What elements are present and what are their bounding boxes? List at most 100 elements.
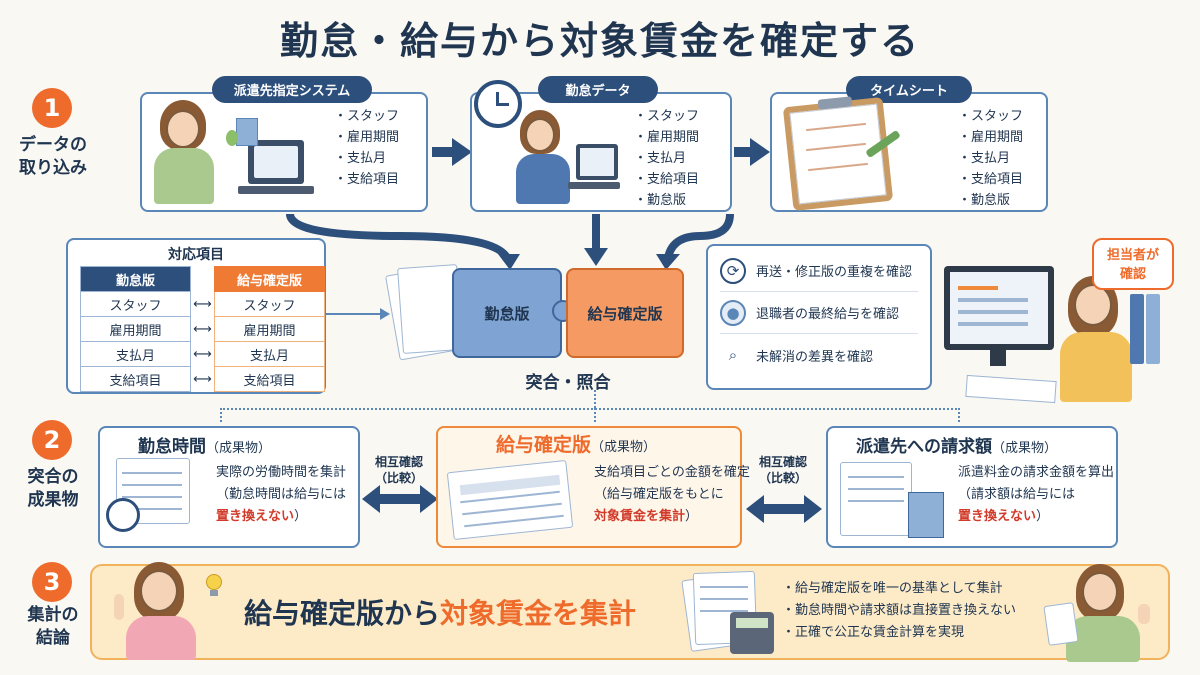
bubble-line2: 確認 [1119, 267, 1146, 282]
payroll-sheet-illustration [446, 459, 576, 541]
retiree-icon: ● [720, 299, 746, 326]
documents-calculator-illustration [680, 570, 780, 656]
result-tail: ） [685, 509, 699, 524]
result-text-billing: 派遣料金の請求金額を算出 （請求額は給与には 置き換えない） [958, 462, 1114, 528]
table-cell: スタッフ [80, 291, 191, 317]
result-title-payroll: 給与確定版（成果物） [496, 430, 656, 457]
list-item: 雇用期間 [958, 127, 1023, 148]
list-item: スタッフ [334, 106, 399, 127]
result-tail: ） [1036, 509, 1050, 524]
invoice-illustration [834, 460, 954, 542]
result-line: 対象賃金を集計） [594, 506, 750, 528]
conclusion-bullets: 給与確定版を唯一の基準として集計 勤怠時間や請求額は直接置き換えない 正確で公正… [782, 578, 1016, 644]
correspondence-table: 勤怠版 給与確定版 スタッフ ⟷ スタッフ 雇用期間 ⟷ 雇用期間 支払月 ⟷ … [80, 266, 325, 392]
list-item: スタッフ [634, 106, 699, 127]
list-item: 給与確定版を唯一の基準として集計 [782, 578, 1016, 600]
list-item: 支払月 [334, 148, 399, 169]
result-suffix: （成果物） [206, 441, 272, 456]
table-row: 支給項目 ⟷ 支給項目 [80, 366, 325, 392]
mutual-line2: （比較） [758, 471, 807, 485]
result-line: 派遣料金の請求金額を算出 [958, 465, 1115, 480]
check-text: 未解消の差異を確認 [756, 349, 874, 365]
refresh-icon: ⟳ [720, 257, 746, 284]
list-item: 支払月 [634, 148, 699, 169]
list-item: 支給項目 [958, 169, 1023, 190]
merge-arrows [286, 213, 734, 270]
mutual-check-label-left: 相互確認 （比較） [366, 454, 432, 486]
attendance-worker-illustration [490, 110, 620, 208]
correspondence-title: 対応項目 [168, 247, 224, 263]
clock-icon [106, 498, 140, 532]
step-1-label-line2: 取り込み [19, 157, 87, 178]
building-icon [908, 492, 944, 538]
table-row: 支払月 ⟷ 支払月 [80, 341, 325, 367]
mutual-line1: 相互確認 [374, 455, 423, 469]
staff-reviewer-illustration [940, 252, 1180, 408]
check-item-retiree: ● 退職者の最終給与を確認 [720, 292, 918, 334]
magnifier-icon: ⌕ [728, 346, 738, 364]
table-cell: 支払月 [80, 341, 191, 367]
step-2-label-line1: 突合の [27, 467, 79, 487]
result-line: 実際の労働時間を集計 [216, 465, 347, 480]
flow-arrow-shaft-2 [734, 147, 752, 157]
double-arrow-icon: ⟷ [193, 371, 212, 387]
thumbs-up-worker-illustration [1043, 560, 1156, 664]
presenter-illustration [108, 558, 208, 662]
staff-speech-bubble: 担当者が 確認 [1092, 238, 1174, 290]
table-cell: 支払月 [214, 341, 325, 367]
result-text-payroll: 支給項目ごとの金額を確定 （給与確定版をもとに 対象賃金を集計） [594, 462, 750, 528]
conclusion-headline: 給与確定版から対象賃金を集計 [244, 592, 636, 632]
check-item-duplicate: ⟳ 再送・修正版の重複を確認 [720, 250, 918, 292]
result-line: （給与確定版をもとに [594, 487, 724, 502]
mutual-line1: 相互確認 [758, 455, 807, 469]
list-item: 勤怠版 [958, 190, 1023, 211]
table-cell: 支給項目 [214, 366, 325, 392]
step-3-label-line1: 集計の [27, 605, 79, 625]
result-emphasis: 置き換えない [216, 509, 295, 524]
table-row: 勤怠版 給与確定版 [80, 266, 325, 292]
result-title-billing: 派遣先への請求額（成果物） [856, 432, 1057, 457]
step-1-label: データの 取り込み [8, 134, 98, 180]
flow-arrow-2 [750, 138, 770, 166]
result-title-text: 勤怠時間 [138, 437, 206, 457]
connector-line [326, 313, 382, 315]
result-line: 支給項目ごとの金額を確定 [594, 465, 750, 480]
building-icon [236, 118, 258, 146]
mutual-check-label-right: 相互確認 （比較） [750, 454, 816, 486]
merge-caption: 突合・照合 [525, 373, 611, 393]
double-arrow-icon: ⟷ [193, 321, 212, 337]
list-item: 支給項目 [334, 169, 399, 190]
result-suffix: （成果物） [992, 441, 1058, 456]
step-3-label-line2: 結論 [36, 627, 70, 648]
step-2-badge: 2 [32, 420, 72, 460]
result-emphasis: 対象賃金を集計 [594, 509, 686, 524]
connector-arrowhead [380, 308, 390, 320]
result-emphasis: 置き換えない [958, 509, 1037, 524]
list-item: 勤怠版 [634, 190, 699, 211]
list-item: 支払月 [958, 148, 1023, 169]
list-item: 支給項目 [634, 169, 699, 190]
page-title: 勤怠・給与から対象賃金を確定する [279, 19, 920, 63]
result-text-hours: 実際の労働時間を集計 （勤怠時間は給与には 置き換えない） [216, 462, 346, 528]
result-line: 置き換えない） [216, 506, 346, 528]
double-arrow-icon: ⟷ [193, 296, 212, 312]
list-item: 雇用期間 [334, 127, 399, 148]
check-item-discrepancy: ⌕ 未解消の差異を確認 [720, 334, 918, 376]
dotted-connector [958, 408, 960, 422]
double-arrow-icon: ⟷ [193, 346, 212, 362]
list-item: 雇用期間 [634, 127, 699, 148]
table-row: スタッフ ⟷ スタッフ [80, 291, 325, 317]
dotted-connector [220, 408, 222, 422]
step-3-badge: 3 [32, 562, 72, 602]
office-worker-illustration [150, 100, 320, 208]
step-2-label-line2: 成果物 [27, 489, 79, 510]
result-line: 置き換えない） [958, 506, 1114, 528]
checks-panel: ⟳ 再送・修正版の重複を確認 ● 退職者の最終給与を確認 ⌕ 未解消の差異を確認 [706, 244, 932, 390]
timecard-illustration [106, 458, 196, 538]
bubble-line1: 担当者が [1106, 248, 1159, 263]
mutual-arrow-left [362, 485, 438, 513]
flow-arrow-1 [452, 138, 472, 166]
step-3-label: 集計の 結論 [8, 604, 98, 650]
step-2-label: 突合の 成果物 [8, 466, 98, 512]
headline-accent: 対象賃金を集計 [440, 597, 637, 630]
